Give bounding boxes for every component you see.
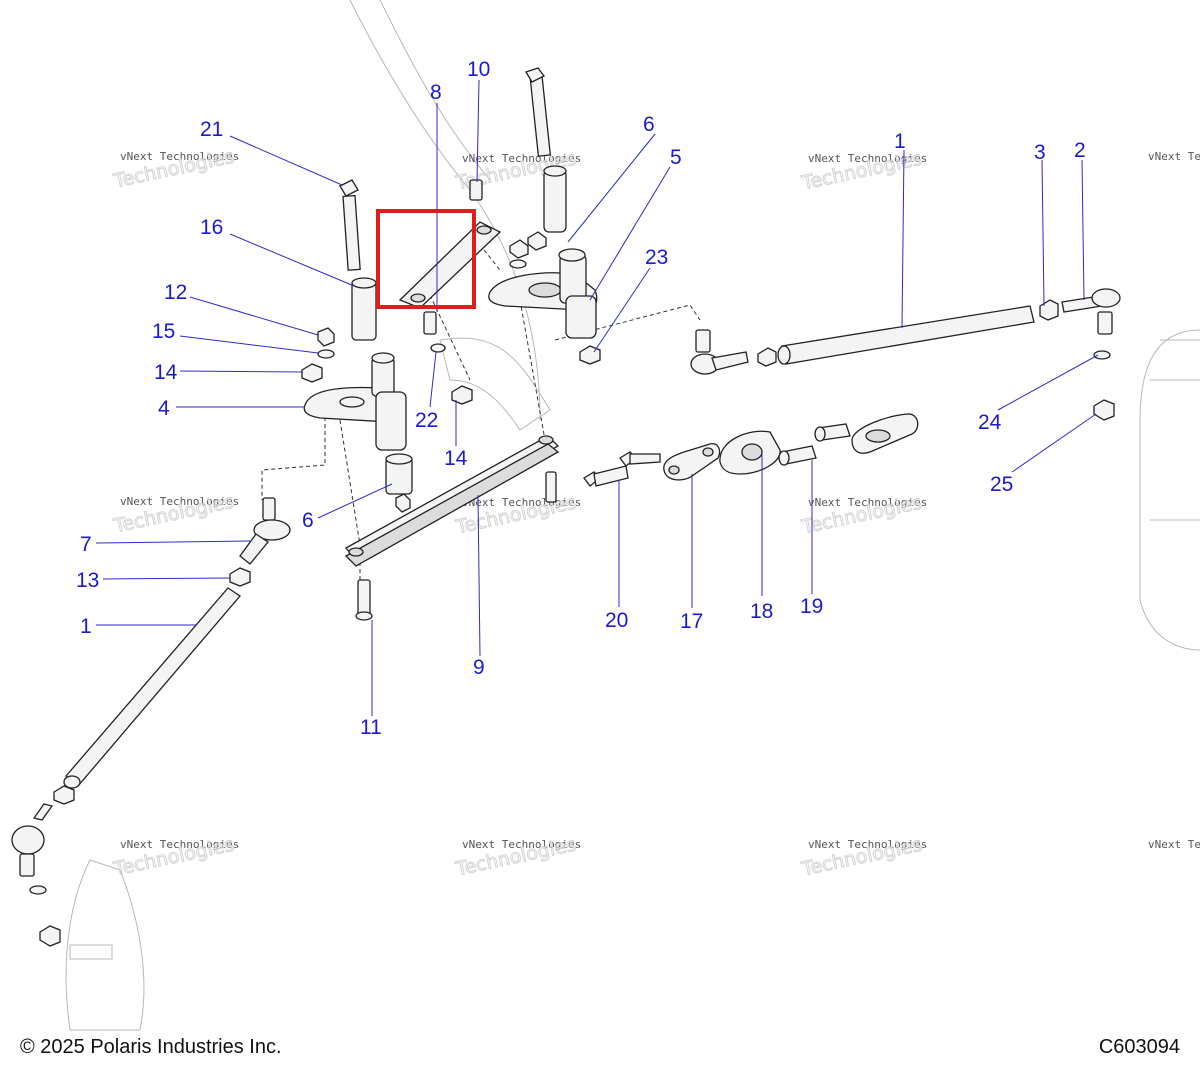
callout-20[interactable]: 20 — [605, 609, 628, 632]
part-14-nut-center — [451, 385, 473, 405]
highlight-box-part-8 — [376, 209, 476, 309]
leader-lines — [95, 79, 1099, 716]
svg-text:vNext Technologies: vNext Technologies — [808, 152, 927, 165]
part-21-bolt — [339, 179, 361, 271]
callout-labels: 1 1 2 3 4 5 6 6 7 8 9 10 11 12 13 14 14 … — [76, 58, 1086, 739]
copyright-text: © 2025 Polaris Industries Inc. — [20, 1036, 282, 1058]
callout-12[interactable]: 12 — [164, 281, 187, 304]
part-4-arm — [303, 352, 407, 451]
assembly-guide-lines — [261, 249, 701, 600]
callout-18[interactable]: 18 — [750, 600, 773, 623]
watermark-3: vNext Technologies Technologies — [799, 147, 928, 195]
part-9-pin — [545, 471, 557, 503]
part-15-washer — [317, 349, 335, 359]
part-8-stud — [423, 311, 437, 335]
callout-6-right[interactable]: 6 — [643, 113, 655, 136]
part-19-spacers — [778, 413, 919, 466]
callout-24[interactable]: 24 — [978, 411, 1002, 434]
callout-14-center[interactable]: 14 — [444, 447, 468, 470]
callout-17[interactable]: 17 — [680, 610, 703, 633]
callout-4[interactable]: 4 — [158, 397, 170, 420]
svg-text:vNext Technologies: vNext Technologies — [808, 496, 927, 509]
watermark-4: vNext Technologies — [1148, 150, 1200, 163]
watermark-11: vNext Technologies — [1148, 838, 1200, 851]
svg-text:vNext Technologies: vNext Technologies — [120, 495, 239, 508]
part-8-link-bracket — [398, 221, 502, 309]
part-17-plate — [663, 443, 721, 481]
part-14-nut-left — [301, 363, 323, 383]
part-9-drag-link — [344, 435, 560, 567]
part-11-bolt — [355, 579, 373, 621]
svg-text:vNext Technologies: vNext Technologies — [1148, 150, 1200, 163]
svg-text:vNext Technologies: vNext Technologies — [462, 152, 581, 165]
callout-5[interactable]: 5 — [670, 146, 682, 169]
callout-2[interactable]: 2 — [1074, 139, 1086, 162]
part-7-tie-rod-end — [239, 497, 291, 565]
drawing-number: C603094 — [1098, 1036, 1180, 1058]
part-1-tie-rod-left — [11, 587, 241, 960]
part-23-nut — [579, 345, 601, 365]
svg-text:vNext Technologies: vNext Technologies — [120, 838, 239, 851]
part-10-bolt — [469, 179, 483, 201]
part-18-clamp — [719, 430, 781, 475]
watermark-9: vNext Technologies Technologies — [453, 833, 582, 881]
svg-text:vNext Technologies: vNext Technologies — [808, 838, 927, 851]
watermark-10: vNext Technologies Technologies — [799, 833, 928, 881]
part-16-spacer — [351, 277, 377, 341]
callout-15[interactable]: 15 — [152, 320, 175, 343]
callout-8[interactable]: 8 — [430, 81, 442, 104]
svg-text:vNext Technologies: vNext Technologies — [1148, 838, 1200, 851]
part-12-nut — [317, 327, 335, 347]
watermark-5: vNext Technologies Technologies — [111, 490, 240, 538]
callout-1-right[interactable]: 1 — [894, 130, 906, 153]
watermark-8: vNext Technologies Technologies — [111, 833, 240, 881]
callout-7[interactable]: 7 — [80, 533, 92, 556]
callout-11[interactable]: 11 — [360, 716, 382, 739]
callout-13[interactable]: 13 — [76, 569, 99, 592]
part-13-nut — [229, 567, 251, 587]
svg-text:vNext Technologies: vNext Technologies — [120, 150, 239, 163]
part-1-tie-rod-right — [690, 288, 1121, 421]
callout-16[interactable]: 16 — [200, 216, 223, 239]
part-20-bolts — [583, 451, 661, 487]
part-22-washer — [430, 343, 446, 353]
watermark-7: vNext Technologies Technologies — [799, 491, 928, 539]
callout-1-left[interactable]: 1 — [80, 615, 92, 638]
part-6-bushing-lower — [385, 453, 413, 513]
callout-25[interactable]: 25 — [990, 473, 1013, 496]
callout-19[interactable]: 19 — [800, 595, 823, 618]
callout-3[interactable]: 3 — [1034, 141, 1046, 164]
svg-text:vNext Technologies: vNext Technologies — [462, 838, 581, 851]
callout-14-left[interactable]: 14 — [154, 361, 178, 384]
callout-9[interactable]: 9 — [473, 656, 485, 679]
callout-6-left[interactable]: 6 — [302, 509, 314, 532]
callout-22[interactable]: 22 — [415, 409, 438, 432]
part-5-bellcrank — [488, 67, 598, 339]
callout-23[interactable]: 23 — [645, 246, 668, 269]
callout-10[interactable]: 10 — [467, 58, 490, 81]
watermark-1: vNext Technologies Technologies — [111, 145, 240, 193]
callout-21[interactable]: 21 — [200, 118, 223, 141]
